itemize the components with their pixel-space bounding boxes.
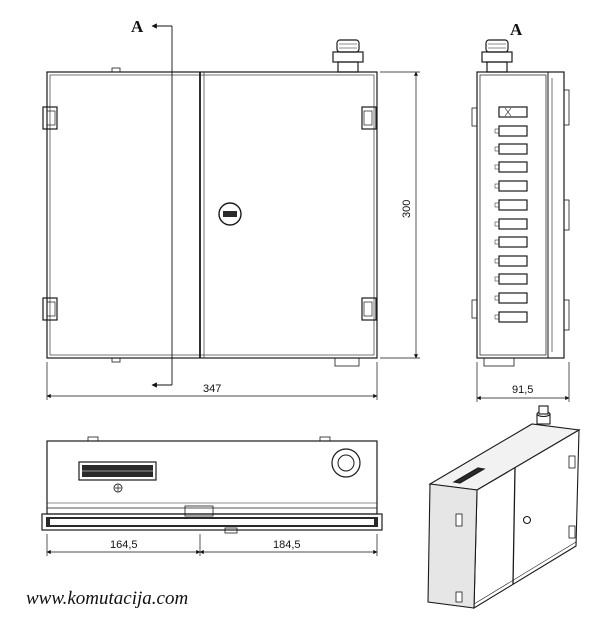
iso-lock-icon <box>522 515 532 525</box>
front-view <box>42 39 378 367</box>
adapter-slot <box>494 143 528 155</box>
dim-front-height: 300 <box>401 200 413 218</box>
hinge-left-top <box>42 106 58 130</box>
side-depth-dimension-line <box>476 362 570 402</box>
adapter-slot <box>494 236 528 248</box>
front-enclosure-outline <box>46 71 378 359</box>
side-view <box>471 39 570 367</box>
adapter-slot <box>494 199 528 211</box>
adapter-slot <box>494 125 528 137</box>
section-marker-side: A <box>510 20 523 39</box>
adapter-slot <box>494 180 528 192</box>
dim-front-width: 347 <box>203 383 221 395</box>
hinge-right-bottom <box>361 297 377 321</box>
front-height-dimension-line <box>380 71 420 359</box>
iso-cable-gland <box>536 405 551 425</box>
dim-bottom-right: 184,5 <box>273 539 301 551</box>
section-marker-front: A <box>131 17 144 36</box>
hinge-left-bottom <box>42 297 58 321</box>
website-label: www.komutacija.com <box>26 588 188 609</box>
adapter-slot <box>494 218 528 230</box>
screw-icon <box>113 483 123 493</box>
front-enclosure-inner-line <box>49 74 375 356</box>
adapter-slot <box>494 273 528 285</box>
cable-gland-side <box>481 39 513 73</box>
section-line-a <box>151 23 173 388</box>
adapter-slot <box>494 255 528 267</box>
dim-bottom-left: 164,5 <box>110 539 138 551</box>
bottom-dimension-lines <box>46 534 378 556</box>
dim-side-depth: 91,5 <box>512 384 533 396</box>
cable-gland-bottom <box>331 448 361 478</box>
adapter-slot <box>494 292 528 304</box>
adapter-slot <box>494 311 528 323</box>
adapter-slot <box>498 106 528 118</box>
isometric-view <box>427 405 581 609</box>
bottom-view <box>41 436 383 534</box>
hinge-right-top <box>361 106 377 130</box>
adapter-slot <box>494 161 528 173</box>
cable-gland-top <box>332 39 364 73</box>
door-lock-icon <box>218 202 242 226</box>
cable-entry-slot <box>78 461 157 481</box>
adapter-slot-list <box>494 106 528 323</box>
front-width-dimension-line <box>46 362 378 400</box>
